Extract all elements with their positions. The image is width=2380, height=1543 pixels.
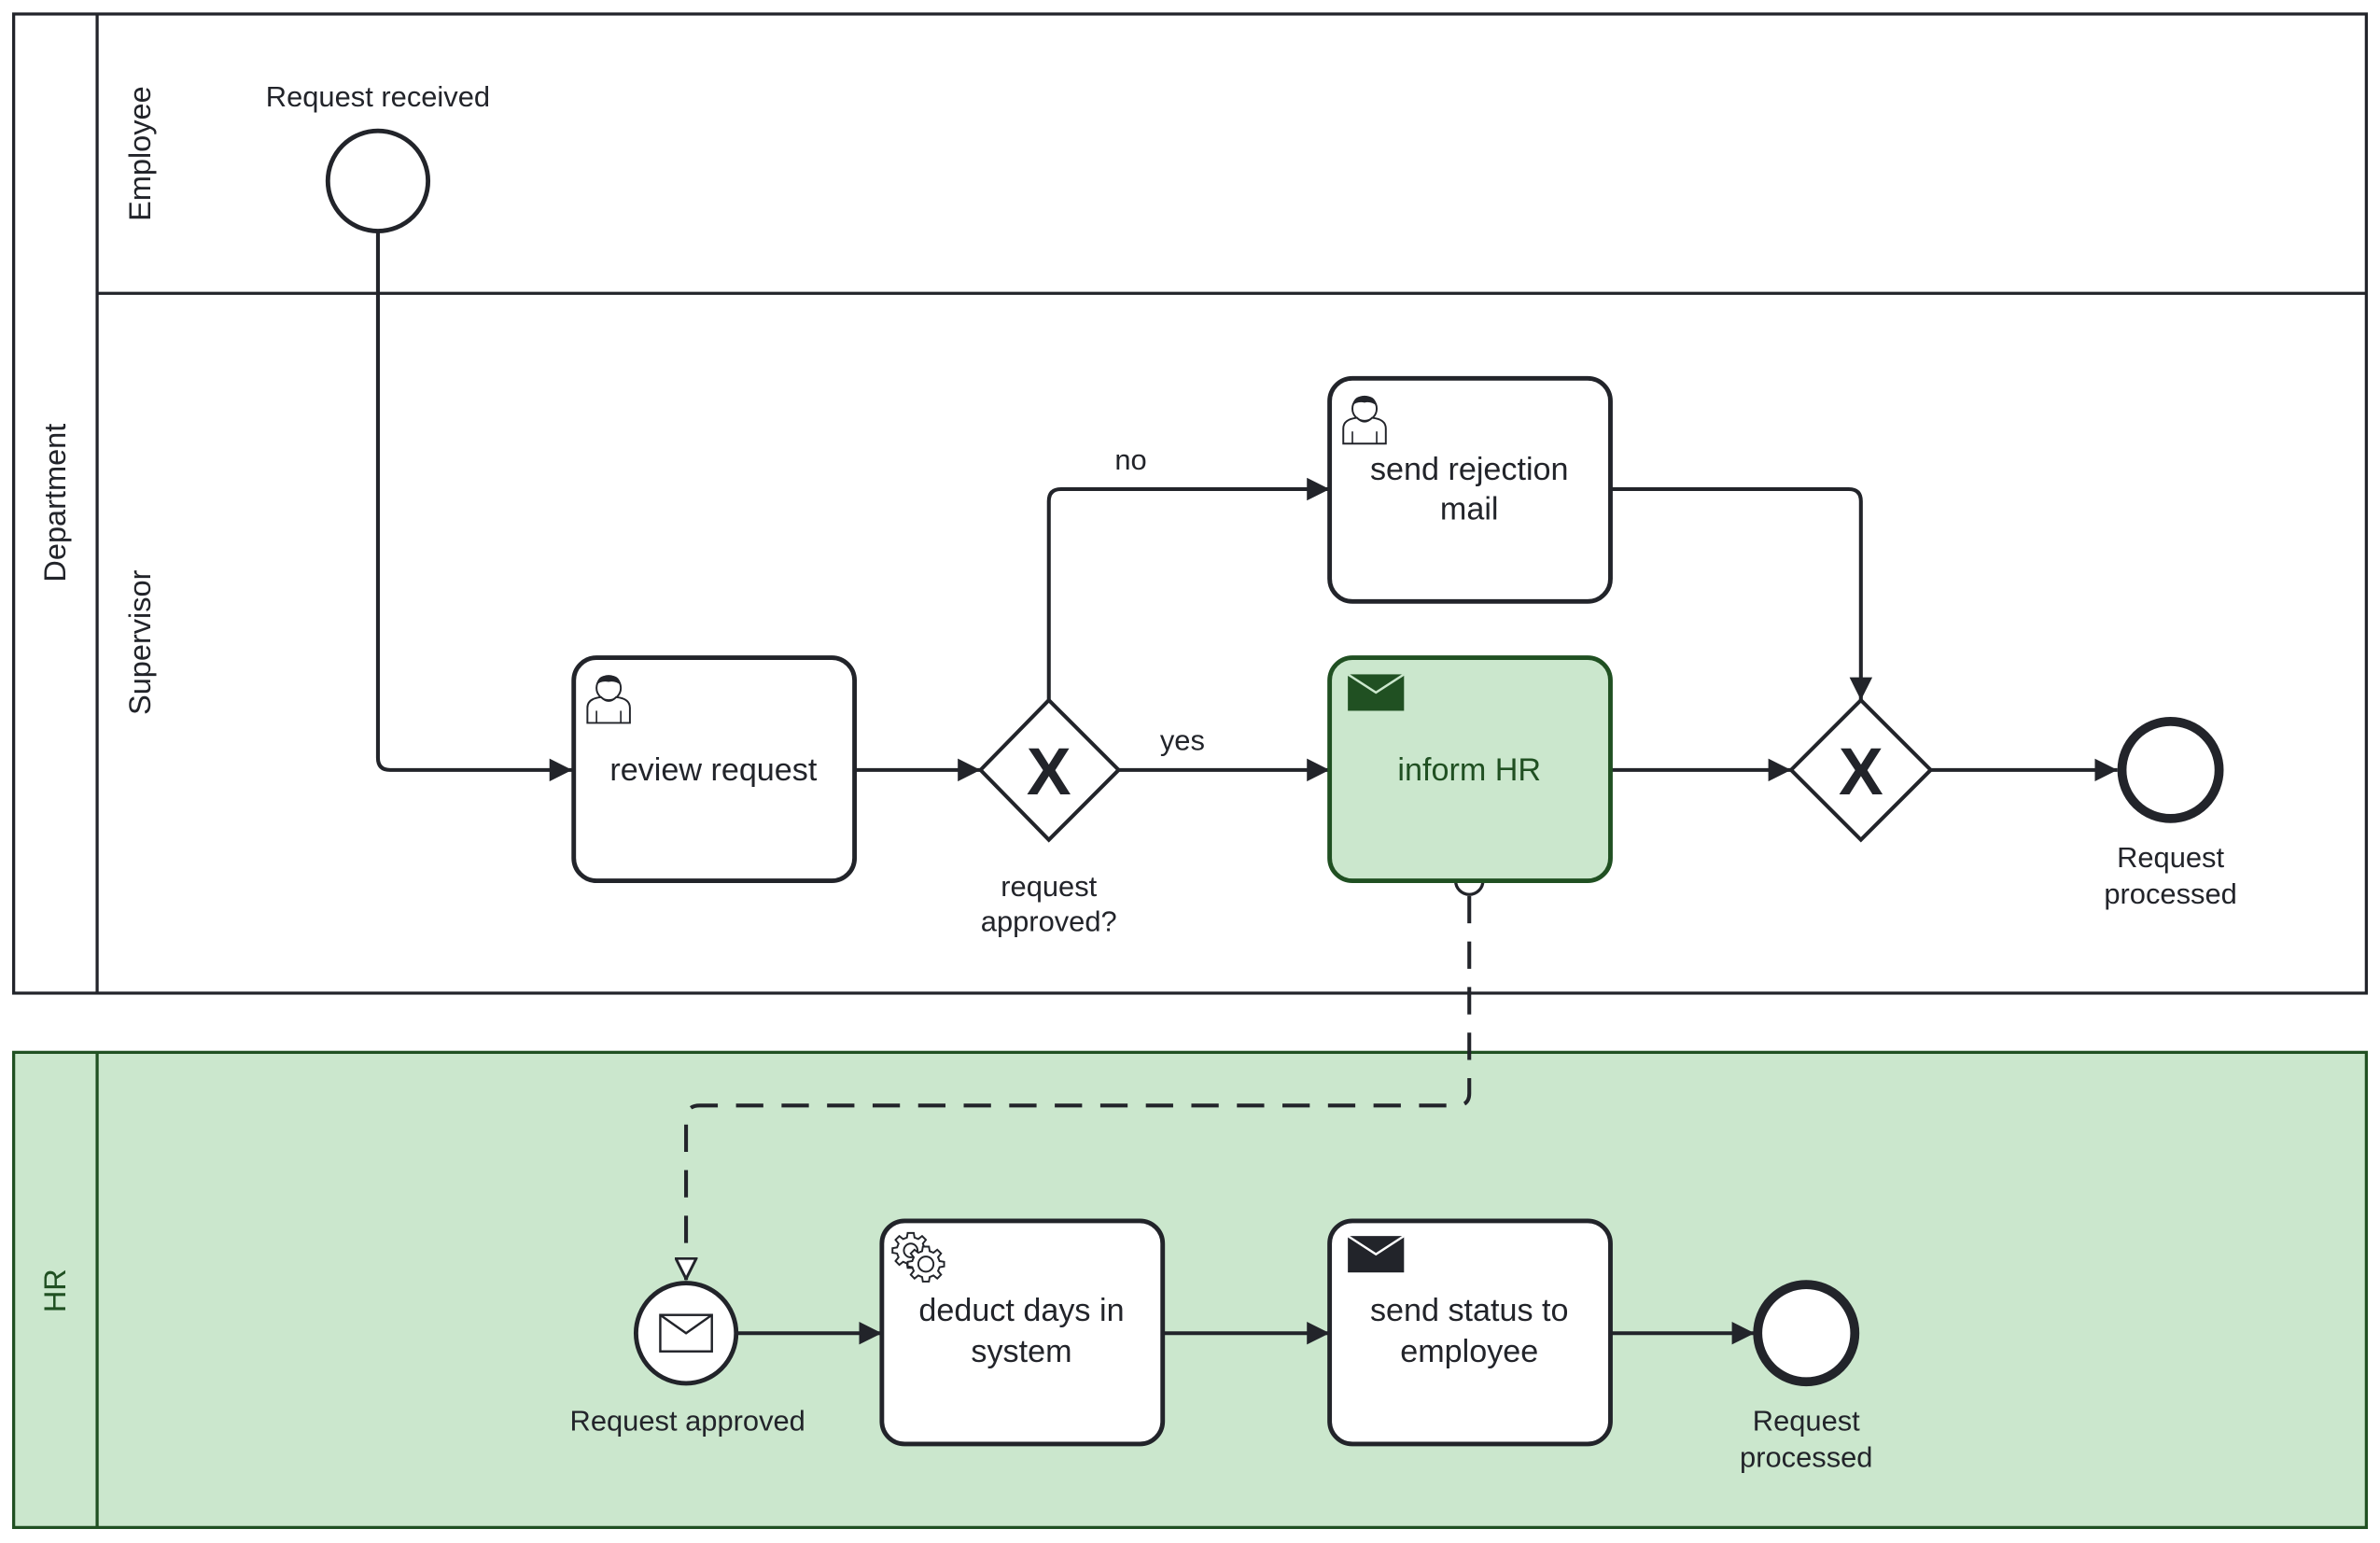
send-message-icon [1347,1235,1405,1273]
pool-hr[interactable]: HR [12,1050,2368,1530]
flow-rejection-to-merge[interactable] [1610,486,1873,701]
end-event-label-line-2: processed [2104,877,2236,910]
task-box [879,1218,1166,1447]
task-send-status-to-employee[interactable]: send status to employee [1327,1218,1613,1447]
sequence-flows: no yes [375,232,2118,1345]
task-review-request[interactable]: review request [571,655,858,884]
task-label: review request [609,752,818,788]
end-event-circle [1753,1280,1860,1387]
task-send-rejection-mail[interactable]: send rejection mail [1327,375,1613,604]
task-label-line-2: employee [1400,1334,1538,1369]
task-label-line-1: send rejection [1370,452,1569,487]
task-box [1327,375,1613,604]
lane-employee-label: Employee [123,86,157,221]
gateway-merge[interactable]: X [1788,697,1934,843]
end-event-request-processed-hr[interactable]: Request processed [1740,1280,1872,1473]
task-label-line-1: deduct days in [918,1293,1124,1328]
start-event-label: Request received [266,80,490,113]
end-event-request-processed-department[interactable]: Request processed [2104,716,2237,910]
gear-icon [891,1231,945,1283]
gateway-diamond [1788,697,1934,843]
gateway-label-line-2: approved? [981,905,1117,937]
task-box [1327,1218,1613,1447]
start-event-circle [325,128,431,233]
gateway-diamond [977,697,1122,843]
envelope-icon [659,1313,713,1353]
task-label: inform HR [1397,752,1541,788]
pool-department-label: Department [38,424,72,582]
send-message-icon [1347,673,1405,711]
end-event-circle [2117,716,2224,823]
task-box [571,655,858,884]
flow-label-yes: yes [1160,724,1205,757]
message-flow-inform-to-hr[interactable] [686,895,1472,1281]
pool-hr-label: HR [38,1269,72,1312]
end-event-label-line-1: Request [1753,1404,1860,1437]
start-event-label: Request approved [570,1404,805,1437]
task-label-line-2: system [971,1334,1071,1369]
flow-start-to-review[interactable] [375,232,573,782]
gateway-x-marker: X [1027,735,1071,809]
gateway-request-approved[interactable]: X request approved? [977,697,1122,937]
start-event-request-received[interactable]: Request received [266,80,490,233]
lane-employee[interactable]: Employee [97,86,2367,295]
user-icon [586,675,631,724]
flow-label-no: no [1114,443,1146,476]
gateway-label-line-1: request [1001,870,1097,903]
pool-hr-frame [12,1050,2368,1530]
gateway-x-marker: X [1839,735,1883,809]
task-deduct-days-in-system[interactable]: deduct days in system [879,1218,1166,1447]
message-start-event-request-approved[interactable]: Request approved [570,1281,805,1438]
user-icon [1342,395,1387,445]
end-event-label-line-2: processed [1740,1440,1872,1473]
lane-supervisor-label: Supervisor [123,569,157,715]
end-event-label-line-1: Request [2117,841,2224,874]
task-inform-hr[interactable]: inform HR [1327,655,1613,884]
task-box [1327,655,1613,884]
flow-gateway-no[interactable] [1046,477,1330,701]
task-label-line-1: send status to [1370,1293,1569,1328]
task-label-line-2: mail [1440,492,1499,527]
lane-supervisor[interactable]: Supervisor [123,569,157,715]
